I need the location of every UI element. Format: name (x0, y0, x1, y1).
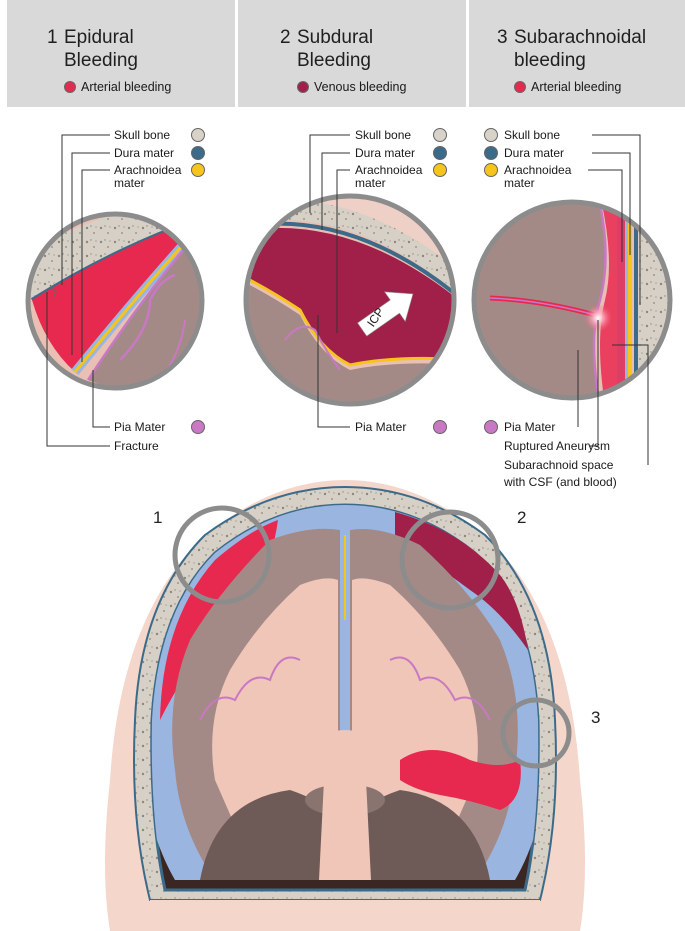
dura-mater-dot-icon (192, 147, 205, 160)
label-pia-mater-2: Pia Mater (355, 421, 406, 434)
skull-bone-dot-icon (485, 129, 498, 142)
arachnoidea-dot-icon (434, 164, 447, 177)
label-skull-bone-2: Skull bone (355, 129, 411, 142)
label-arachnoidea-mater-2: mater (355, 177, 386, 190)
label-subarachnoid-space: Subarachnoid space (504, 459, 613, 472)
label-dura-mater-1: Dura mater (114, 147, 174, 160)
label-subarachnoid-csf: with CSF (and blood) (504, 476, 617, 489)
label-arachnoidea-mater-3: mater (504, 177, 535, 190)
subdural-zoom-circle (230, 178, 470, 420)
epidural-zoom-circle (10, 190, 230, 405)
pia-mater-dot-icon (485, 421, 498, 434)
pia-mater-dot-icon (434, 421, 447, 434)
dura-mater-dot-icon (485, 147, 498, 160)
arachnoidea-dot-icon (192, 164, 205, 177)
skull-bone-dot-icon (434, 129, 447, 142)
marker-number-2: 2 (517, 508, 526, 528)
arachnoidea-dot-icon (485, 164, 498, 177)
label-pia-mater-3: Pia Mater (504, 421, 555, 434)
skull-bone-dot-icon (192, 129, 205, 142)
marker-number-1: 1 (153, 508, 162, 528)
marker-number-3: 3 (591, 708, 600, 728)
label-ruptured-aneurysm: Ruptured Aneurysm (504, 440, 610, 453)
label-fracture: Fracture (114, 440, 159, 453)
label-dura-mater-3: Dura mater (504, 147, 564, 160)
label-pia-mater-1: Pia Mater (114, 421, 165, 434)
label-skull-bone-1: Skull bone (114, 129, 170, 142)
label-skull-bone-3: Skull bone (504, 129, 560, 142)
label-arachnoidea-mater-1: mater (114, 177, 145, 190)
label-dura-mater-2: Dura mater (355, 147, 415, 160)
dura-mater-dot-icon (434, 147, 447, 160)
pia-mater-dot-icon (192, 421, 205, 434)
